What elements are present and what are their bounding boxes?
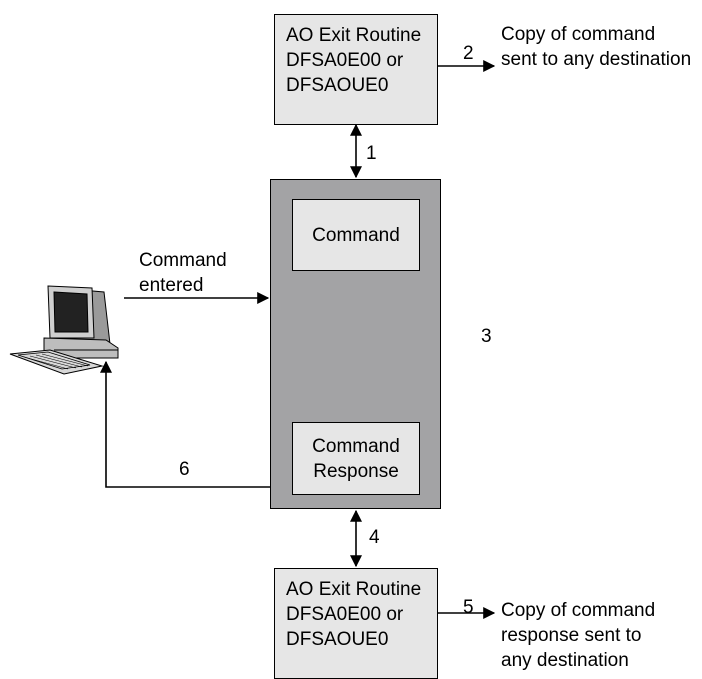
copy-command-label: Copy of command sent to any destination (501, 22, 691, 72)
copy-response-line-1: Copy of command (501, 600, 656, 621)
response-line-1: Command (312, 436, 400, 457)
command-entered-line-2: entered (139, 275, 204, 296)
step-label-3: 3 (481, 326, 492, 347)
step-label-6: 6 (179, 459, 190, 480)
copy-response-label: Copy of command response sent to any des… (501, 598, 655, 673)
exit-top-line-3: DFSAOUE0 (286, 75, 389, 96)
exit-bottom-line-2: DFSA0E00 or (286, 604, 404, 625)
step-label-5: 5 (463, 597, 474, 618)
exit-routine-top: AO Exit Routine DFSA0E00 or DFSAOUE0 (274, 14, 438, 125)
response-line-2: Response (313, 461, 399, 482)
step-label-4: 4 (369, 527, 380, 548)
command-entered-label: Command entered (139, 248, 227, 298)
exit-routine-bottom: AO Exit Routine DFSA0E00 or DFSAOUE0 (274, 568, 438, 679)
command-box-label: Command (312, 225, 400, 246)
arrow-6 (100, 360, 270, 488)
command-box: Command (292, 199, 420, 271)
exit-bottom-line-3: DFSAOUE0 (286, 629, 389, 650)
command-entered-line-1: Command (139, 250, 227, 271)
computer-terminal-icon (9, 285, 119, 375)
step-label-2: 2 (463, 43, 474, 64)
copy-response-line-2: response sent to (501, 625, 642, 646)
step-label-1: 1 (366, 143, 377, 164)
exit-bottom-line-1: AO Exit Routine (286, 579, 422, 600)
copy-response-line-3: any destination (501, 650, 629, 671)
copy-command-line-2: sent to any destination (501, 49, 692, 70)
copy-command-line-1: Copy of command (501, 24, 656, 45)
exit-top-line-1: AO Exit Routine (286, 25, 422, 46)
command-response-box: Command Response (292, 422, 420, 495)
ims-region: Command Command Response (270, 179, 441, 509)
exit-top-line-2: DFSA0E00 or (286, 50, 404, 71)
